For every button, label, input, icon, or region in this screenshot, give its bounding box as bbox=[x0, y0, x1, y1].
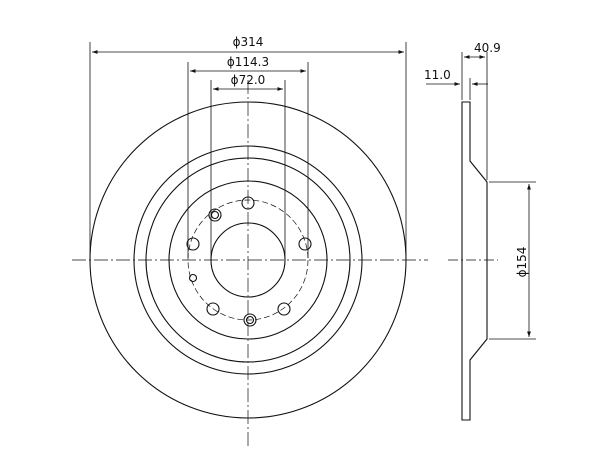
screw-hole-inner bbox=[245, 315, 255, 325]
friction-ring-inner-circle bbox=[133, 145, 363, 375]
center-bore-circle bbox=[210, 222, 286, 298]
bolt-hole bbox=[186, 237, 200, 251]
bolt-hole bbox=[241, 196, 255, 210]
pin-hole bbox=[188, 273, 198, 283]
total-height-label: 40.9 bbox=[474, 41, 501, 55]
dimension-bolt-circle-diameter bbox=[187, 62, 309, 258]
front-view bbox=[72, 80, 428, 446]
outer-diameter-label: ϕ314 bbox=[233, 35, 264, 49]
hat-outer-circle bbox=[145, 157, 351, 363]
dimension-disc-thickness bbox=[426, 78, 488, 100]
bolt-hole bbox=[206, 302, 220, 316]
disc-thickness-label: 11.0 bbox=[424, 68, 451, 82]
screw-hole-outer bbox=[208, 208, 222, 222]
center-bore-diameter-label: ϕ72.0 bbox=[231, 73, 266, 87]
side-profile bbox=[461, 101, 488, 421]
bolt-circle bbox=[187, 199, 309, 321]
bolt-hole bbox=[298, 237, 312, 251]
side-view bbox=[448, 101, 498, 421]
dimension-center-bore-diameter bbox=[210, 80, 286, 258]
screw-hole-inner bbox=[210, 210, 220, 220]
outer-rim-circle bbox=[89, 101, 407, 419]
hat-diameter-label: ϕ154 bbox=[515, 247, 529, 278]
dimension-hat-diameter bbox=[489, 181, 536, 340]
bolt-hole bbox=[277, 302, 291, 316]
dimension-total-height bbox=[461, 52, 488, 180]
hat-inner-circle bbox=[168, 180, 328, 340]
screw-hole-outer bbox=[243, 313, 257, 327]
bolt-circle-diameter-label: ϕ114.3 bbox=[227, 55, 269, 69]
dimension-outer-diameter bbox=[89, 42, 407, 258]
